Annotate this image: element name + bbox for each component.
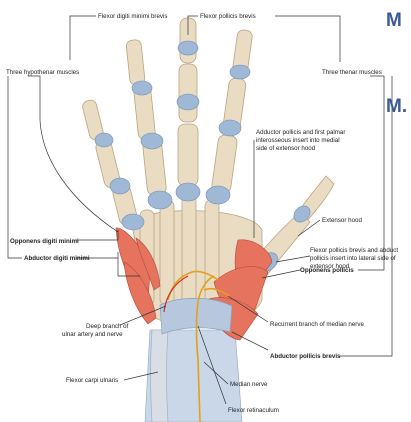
heading-letter-2: M. — [386, 96, 407, 118]
label-abductor-pollicis-brevis: Abductor pollicis brevis — [270, 353, 341, 360]
flexor-carpi-ulnaris-tendon — [151, 330, 169, 422]
label-flexor-retinaculum: Flexor retinaculum — [228, 407, 279, 414]
index-finger — [206, 29, 253, 204]
label-adductor-note-line2: interosseous insert into medial — [256, 137, 340, 144]
little-finger — [81, 99, 144, 230]
label-flexor-carpi-ulnaris: Flexor carpi ulnaris — [66, 377, 118, 384]
label-three-thenar-muscles: Three thenar muscles — [322, 69, 382, 76]
middle-finger — [176, 18, 200, 201]
label-abductor-digiti-minimi: Abductor digiti minimi — [24, 255, 90, 262]
label-adductor-note-line1: Adductor pollicis and first palmar — [256, 129, 345, 136]
label-median-nerve: Median nerve — [230, 381, 268, 388]
label-opponens-digiti-minimi: Opponens digiti minimi — [10, 238, 79, 245]
label-extensor-hood: Extensor hood — [322, 217, 362, 224]
label-fpb-abd-line2: pollicis insert into lateral side of — [310, 255, 396, 262]
label-flexor-digiti-minimi-brevis: Flexor digiti minimi brevis — [98, 13, 167, 20]
label-recurrent-branch: Recurrent branch of median nerve — [270, 321, 364, 328]
label-opponens-pollicis: Opponens pollicis — [300, 267, 354, 274]
label-fpb-abd-line1: Flexor pollicis brevis and abduct — [310, 247, 398, 254]
heading-letter-1: M — [386, 10, 402, 32]
label-flexor-pollicis-brevis: Flexor pollicis brevis — [200, 13, 256, 20]
label-three-hypothenar-muscles: Three hypothenar muscles — [6, 69, 79, 76]
label-adductor-note-line3: side of extensor hood — [256, 145, 316, 152]
ring-finger — [126, 39, 172, 209]
label-deep-branch-line2: ulnar artery and nerve — [62, 331, 123, 338]
label-deep-branch-line1: Deep branch of — [86, 323, 129, 330]
